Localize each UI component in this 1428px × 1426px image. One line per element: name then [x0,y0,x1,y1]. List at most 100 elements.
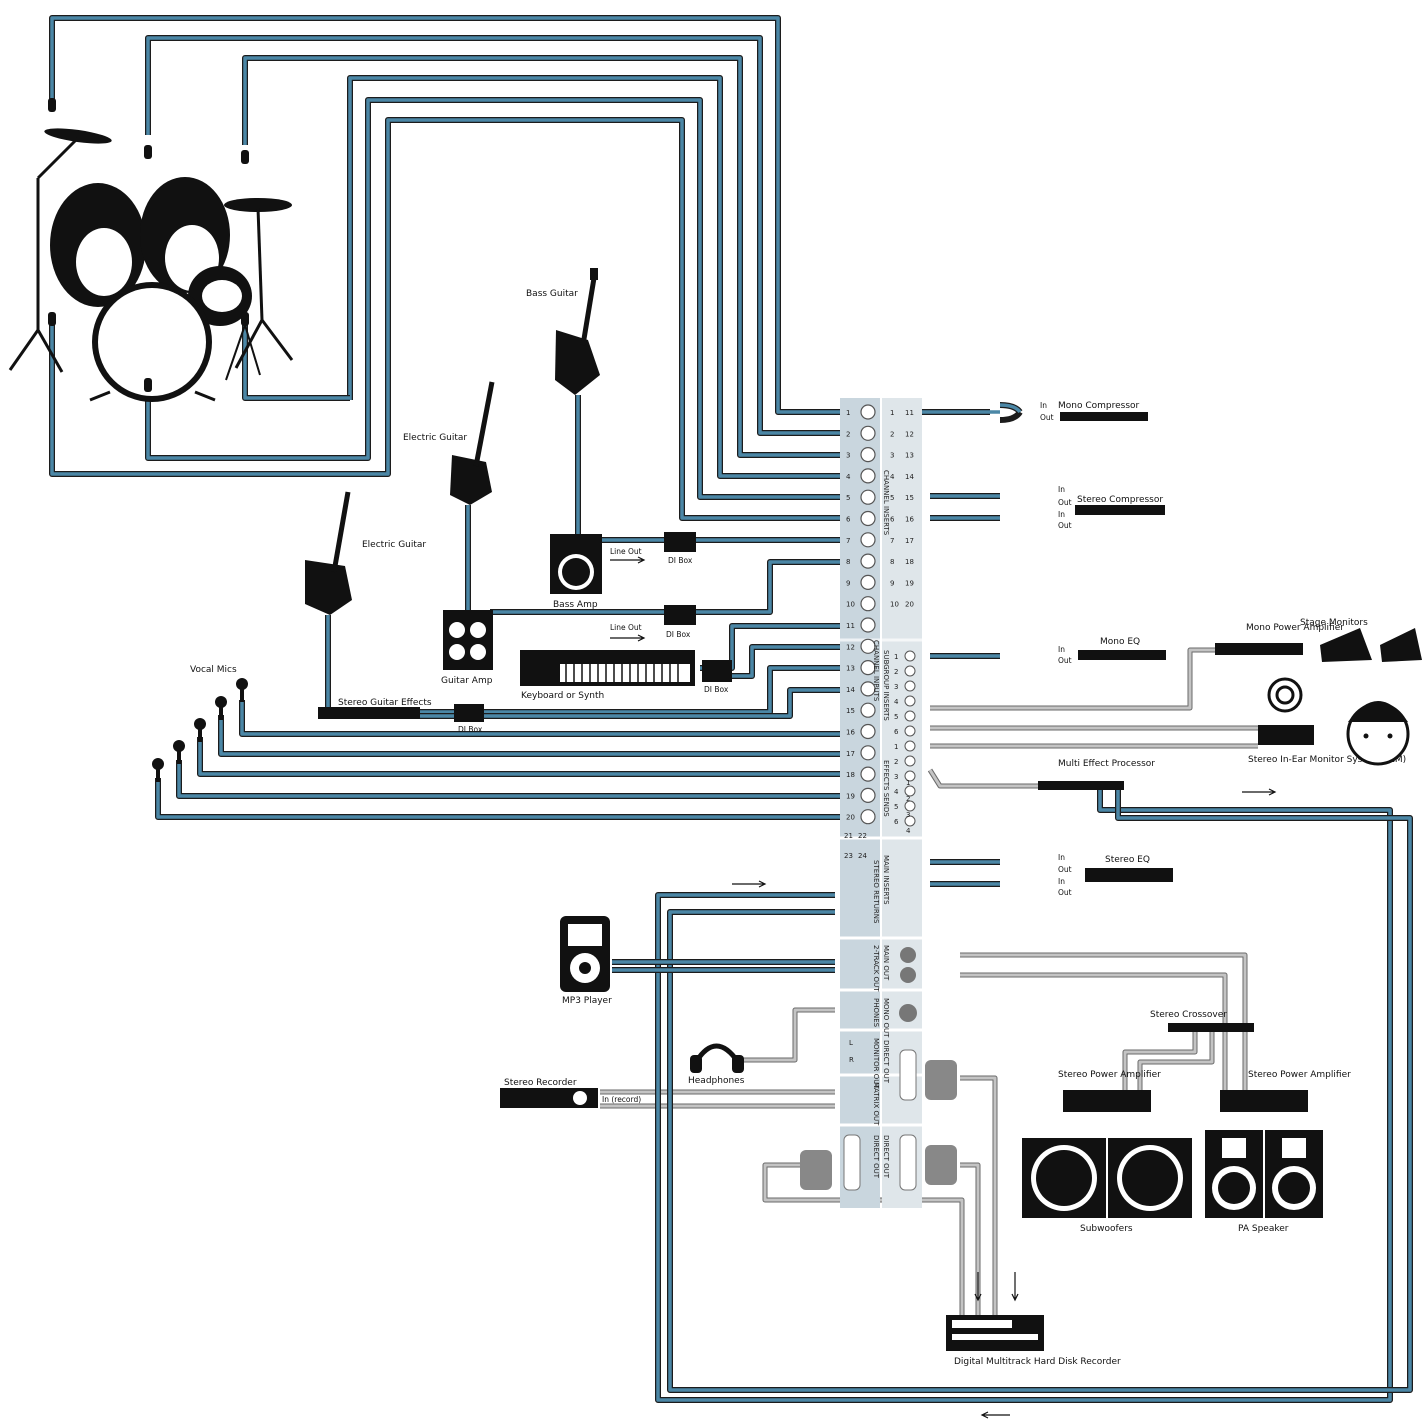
arrow-icon [1242,788,1277,796]
multitrack-recorder: Digital Multitrack Hard Disk Recorder [946,1272,1121,1367]
channel-number: 2 [846,430,850,438]
insert-number: 7 [890,537,894,545]
svg-text:Mono EQ: Mono EQ [1100,637,1140,647]
keyboard-synth: Keyboard or Synth [520,650,695,701]
xlr-input-jack [860,489,876,505]
insert-number: 8 [890,558,894,566]
svg-text:L: L [849,1039,853,1047]
subgroup-jack [904,740,916,752]
guitar-amp: Guitar Amp [441,610,493,686]
di-box [702,660,732,682]
svg-text:Subwoofers: Subwoofers [1080,1224,1133,1234]
svg-text:DI Box: DI Box [668,556,693,565]
insert-number: 1 [890,409,894,417]
xlr-input-jack [860,809,876,825]
section-label: SUBGROUP INSERTS [882,650,890,721]
section-label: MAIN OUT [882,945,890,981]
insert-number: 16 [905,516,914,524]
subgroup-number: 4 [894,788,899,796]
subgroup-jack [904,800,916,812]
insert-number: 10 [890,601,899,609]
subgroup-number: 3 [894,683,898,691]
subgroup-jack [904,650,916,662]
mic-icon [152,758,164,770]
stage-monitors: Stage Monitors [1300,618,1422,662]
insert-number: 14 [905,473,914,481]
insert-number: 19 [905,579,914,587]
electric-guitar-label: Electric Guitar [403,433,467,443]
insert-number: 9 [890,579,894,587]
section-label: CHANNEL INPUTS [872,640,880,702]
di-box [664,532,696,552]
gray-cables [600,647,1258,1315]
channel-number: 11 [846,622,855,630]
line-out-label: Line Out [610,547,642,556]
channel-number: 23 [844,852,853,860]
line-out-label: Line Out [610,623,642,632]
insert-number: 2 [890,430,894,438]
iem-system: Stereo In-Ear Monitor System (IEM) [1248,677,1406,765]
channel-number: 19 [846,792,855,800]
subgroup-jack [904,665,916,677]
di-box [454,704,484,722]
vocal-mic-cables [155,700,842,820]
arrow-icon [732,880,767,888]
stereo-guitar-effects-label: Stereo Guitar Effects [338,698,432,708]
svg-text:In: In [1058,485,1065,494]
di-boxes: DI Box DI Box DI Box DI Box Line Out Lin… [454,532,732,734]
channel-number: 10 [846,601,855,609]
stereo-power-amp-right: Stereo Power Amplifier [1220,1070,1351,1112]
svg-text:Stereo Recorder: Stereo Recorder [504,1078,577,1088]
svg-text:In (record): In (record) [602,1095,641,1104]
pa-speakers: PA Speaker [1205,1130,1323,1234]
channel-number: 21 [844,832,853,840]
svg-text:Stereo In-Ear Monitor System (: Stereo In-Ear Monitor System (IEM) [1248,755,1406,765]
vocal-mics: Vocal Mics [152,665,248,782]
svg-text:Out: Out [1040,413,1054,422]
section-label: MONITOR OUT [872,1038,880,1089]
subgroup-jack [904,725,916,737]
subgroup-number: 3 [894,773,898,781]
keyboard-label: Keyboard or Synth [521,691,604,701]
insert-number: 11 [905,409,914,417]
xlr-input-jack [860,468,876,484]
section-label: MAIN INSERTS [882,855,890,905]
subgroup-number: 1 [894,653,898,661]
svg-text:In: In [1058,645,1065,654]
outboard-gear: Mono Compressor Stereo Compressor Mono E… [732,401,1422,1419]
stereo-recorder: Stereo Recorder In (record) [500,1078,641,1108]
subgroup-number: 6 [894,818,899,826]
xlr-input-jack [860,659,876,676]
xlr-input-jack [860,447,876,463]
xlr-input-jack [860,638,876,654]
svg-text:Multi Effect Processor: Multi Effect Processor [1058,759,1155,769]
xlr-input-jack [860,425,876,441]
aux-number: 4 [906,827,911,835]
mic-icon [241,150,249,164]
channel-number: 22 [858,832,867,840]
xlr-input-jack [860,532,876,548]
section-label: MONO OUT [882,998,890,1038]
multi-effect-processor [1038,781,1124,790]
xlr-input-jack [860,787,876,804]
svg-text:Stage Monitors: Stage Monitors [1300,618,1368,628]
stereo-compressor [1075,505,1165,515]
drum-kit [8,128,294,402]
svg-text:DI Box: DI Box [704,685,729,694]
main-out-xlr [900,947,916,963]
svg-text:Mono Power Amplifier: Mono Power Amplifier [1246,623,1344,633]
mono-out-xlr [899,1004,917,1022]
aux-number: 1 [906,779,910,787]
aux-number: 3 [906,811,910,819]
xlr-input-jack [860,617,876,633]
section-label: DIRECT OUT [882,1040,890,1084]
insert-number: 3 [890,452,894,460]
svg-text:Digital Multitrack Hard Disk R: Digital Multitrack Hard Disk Recorder [954,1357,1121,1367]
return-cables [612,788,1413,1403]
xlr-input-jack [860,510,876,527]
insert-number: 4 [890,473,895,481]
svg-text:Stereo Compressor: Stereo Compressor [1077,495,1163,505]
mic-icon [173,740,185,752]
